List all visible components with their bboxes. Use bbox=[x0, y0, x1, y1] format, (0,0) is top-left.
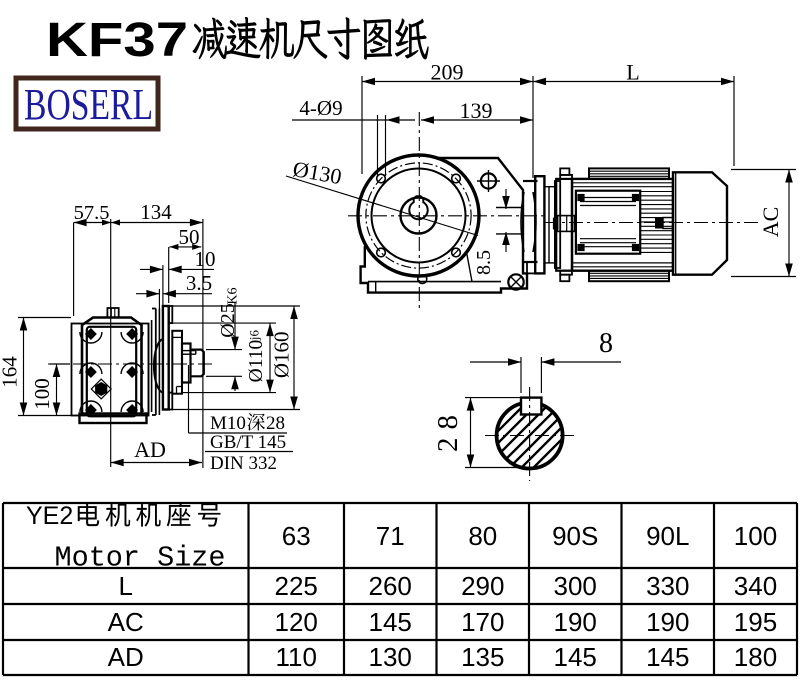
svg-text:8: 8 bbox=[599, 328, 613, 359]
svg-text:K6: K6 bbox=[226, 287, 241, 304]
svg-text:AC: AC bbox=[758, 207, 783, 238]
svg-text:110: 110 bbox=[275, 642, 316, 672]
svg-text:AD: AD bbox=[108, 642, 144, 672]
svg-text:100: 100 bbox=[734, 521, 777, 551]
svg-text:330: 330 bbox=[646, 571, 689, 601]
svg-text:50: 50 bbox=[179, 225, 200, 249]
svg-text:139: 139 bbox=[460, 98, 493, 123]
svg-text:145: 145 bbox=[554, 642, 597, 672]
svg-text:340: 340 bbox=[734, 571, 777, 601]
svg-text:195: 195 bbox=[734, 607, 777, 637]
svg-text:164: 164 bbox=[0, 356, 22, 388]
svg-text:M10: M10 bbox=[210, 413, 246, 434]
svg-text:300: 300 bbox=[554, 571, 597, 601]
svg-text:170: 170 bbox=[461, 607, 504, 637]
svg-text:10: 10 bbox=[195, 247, 216, 271]
svg-text:180: 180 bbox=[734, 642, 777, 672]
svg-text:8.5: 8.5 bbox=[473, 250, 495, 275]
svg-text:130: 130 bbox=[369, 642, 412, 672]
svg-text:100: 100 bbox=[30, 378, 54, 410]
svg-text:L: L bbox=[626, 60, 639, 85]
svg-text:L: L bbox=[118, 571, 132, 601]
svg-text:120: 120 bbox=[275, 607, 318, 637]
svg-text:Motor Size: Motor Size bbox=[54, 542, 225, 575]
svg-text:134: 134 bbox=[140, 200, 172, 224]
svg-text:225: 225 bbox=[275, 571, 318, 601]
svg-text:209: 209 bbox=[431, 60, 464, 85]
svg-text:190: 190 bbox=[554, 607, 597, 637]
svg-text:Ø25: Ø25 bbox=[217, 303, 239, 337]
svg-text:80: 80 bbox=[468, 521, 497, 551]
svg-text:3.5: 3.5 bbox=[186, 271, 212, 295]
svg-text:90L: 90L bbox=[646, 521, 689, 551]
svg-text:DIN 332: DIN 332 bbox=[210, 453, 277, 474]
svg-text:63: 63 bbox=[282, 521, 311, 551]
svg-text:AD: AD bbox=[134, 437, 166, 462]
svg-text:4-Ø9: 4-Ø9 bbox=[299, 96, 342, 120]
svg-text:145: 145 bbox=[646, 642, 689, 672]
svg-text:BOSERL: BOSERL bbox=[24, 80, 153, 129]
svg-text:135: 135 bbox=[461, 642, 504, 672]
svg-text:28: 28 bbox=[266, 413, 285, 434]
svg-text:57.5: 57.5 bbox=[74, 202, 110, 224]
svg-text:90S: 90S bbox=[552, 521, 598, 551]
svg-text:Ø160: Ø160 bbox=[270, 331, 294, 378]
svg-text:GB/T 145: GB/T 145 bbox=[210, 432, 286, 453]
svg-text:260: 260 bbox=[369, 571, 412, 601]
svg-text:j6: j6 bbox=[247, 329, 262, 341]
svg-text:YE2: YE2 bbox=[26, 502, 73, 530]
svg-text:71: 71 bbox=[376, 521, 405, 551]
svg-text:190: 190 bbox=[646, 607, 689, 637]
svg-text:AC: AC bbox=[108, 607, 144, 637]
svg-text:Ø110: Ø110 bbox=[246, 340, 267, 383]
svg-text:290: 290 bbox=[461, 571, 504, 601]
svg-text:28: 28 bbox=[432, 407, 464, 452]
svg-text:145: 145 bbox=[369, 607, 412, 637]
svg-text:KF37: KF37 bbox=[46, 14, 188, 67]
